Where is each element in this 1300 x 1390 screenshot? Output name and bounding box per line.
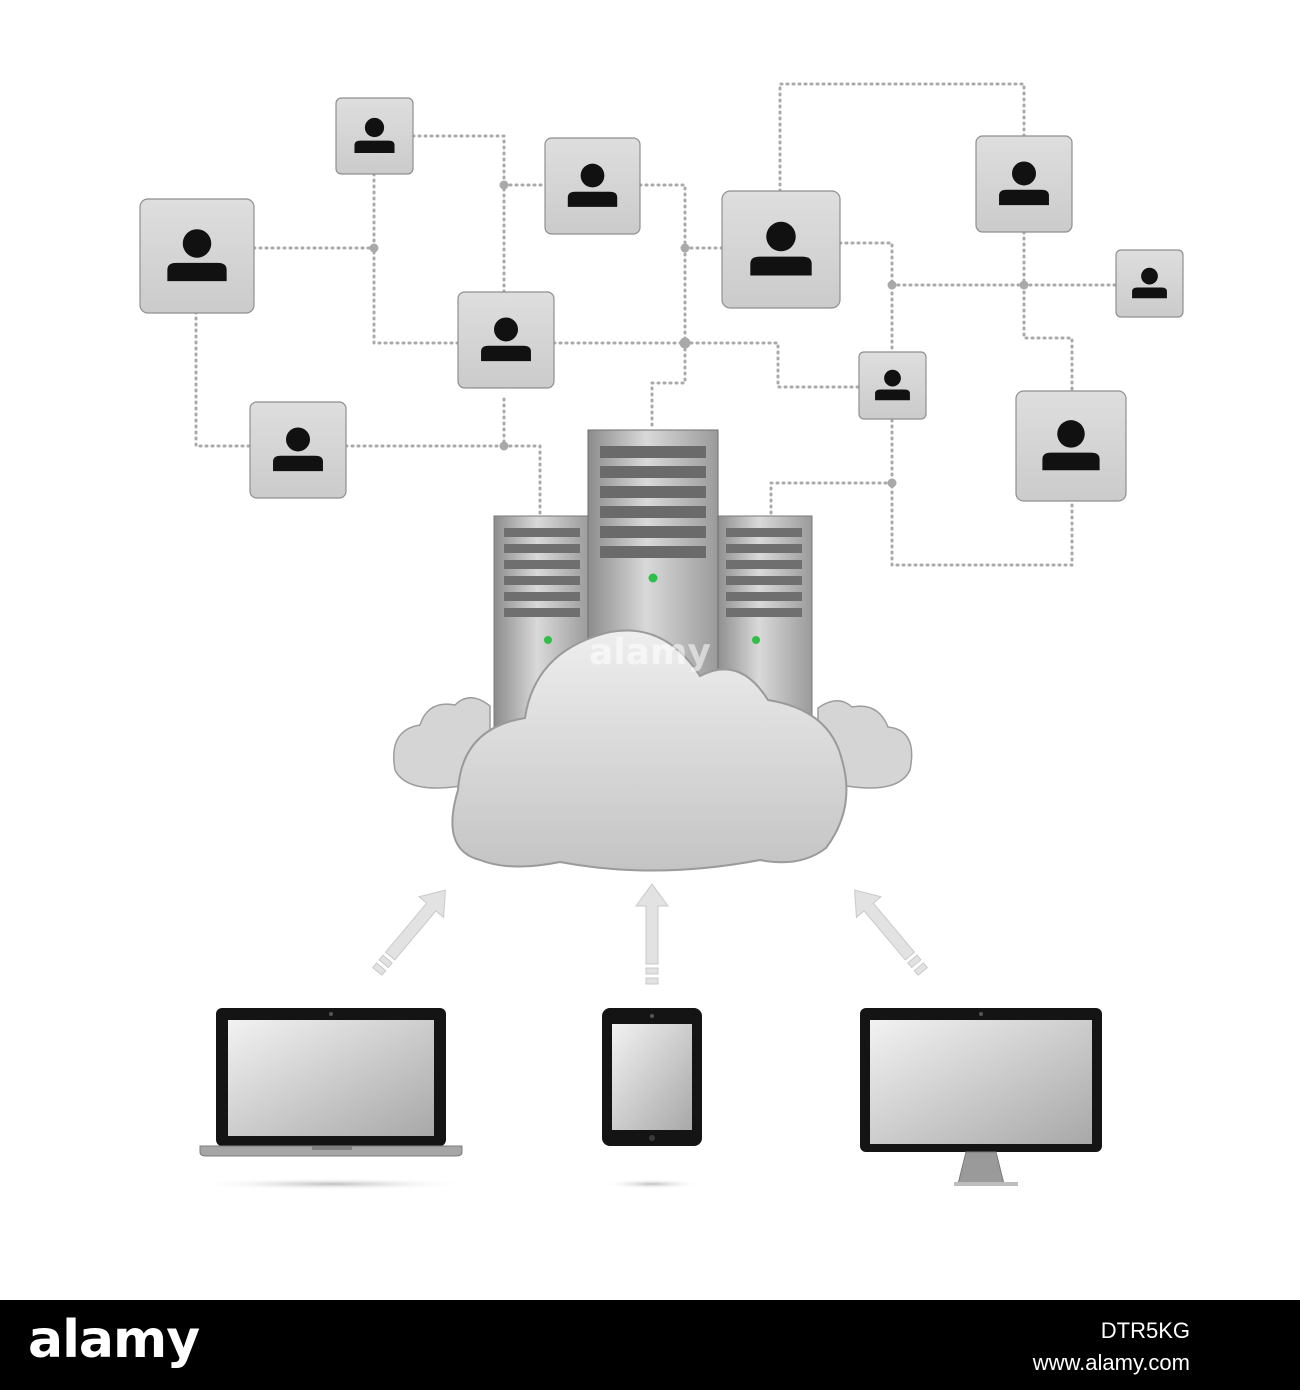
arrow-up-right-icon bbox=[371, 889, 446, 976]
laptop-icon bbox=[192, 1008, 472, 1190]
upload-arrows bbox=[371, 883, 929, 985]
user-icon bbox=[481, 317, 531, 362]
image-code: DTR5KG bbox=[1100, 1318, 1190, 1343]
user-node-8 bbox=[249, 401, 347, 499]
user-node-7 bbox=[457, 291, 555, 389]
user-icon bbox=[1042, 420, 1100, 471]
status-light bbox=[752, 636, 760, 644]
user-icon bbox=[999, 161, 1049, 206]
tablet-icon bbox=[602, 1008, 702, 1189]
user-icon bbox=[750, 221, 812, 276]
footer-bar: alamy DTR5KG www.alamy.com bbox=[0, 1300, 1300, 1390]
user-icon bbox=[875, 369, 910, 401]
cloud-network-diagram: alamy bbox=[139, 82, 1184, 1190]
user-icon bbox=[567, 163, 618, 207]
user-node-3 bbox=[544, 137, 641, 235]
user-node-10 bbox=[1015, 390, 1127, 502]
watermark: alamy bbox=[589, 632, 711, 673]
site-url: www.alamy.com bbox=[1032, 1350, 1190, 1375]
arrow-up-left-icon bbox=[854, 889, 929, 976]
cloud-icon bbox=[393, 629, 913, 872]
user-icon bbox=[273, 427, 323, 472]
user-icon bbox=[354, 117, 395, 153]
user-icon bbox=[167, 229, 227, 282]
status-light bbox=[648, 573, 658, 583]
user-node-1 bbox=[139, 198, 255, 314]
status-light bbox=[544, 636, 552, 644]
user-node-5 bbox=[975, 135, 1073, 233]
user-node-9 bbox=[858, 351, 927, 420]
user-node-4 bbox=[721, 190, 841, 309]
connector-lines bbox=[194, 82, 1118, 567]
user-icon bbox=[1132, 267, 1167, 299]
connector-junctions bbox=[369, 180, 1029, 488]
user-nodes bbox=[139, 97, 1184, 502]
arrow-up-icon bbox=[635, 883, 669, 985]
user-node-6 bbox=[1115, 249, 1184, 318]
monitor-icon bbox=[860, 1008, 1102, 1186]
alamy-logo: alamy bbox=[28, 1310, 200, 1370]
user-node-2 bbox=[335, 97, 414, 175]
